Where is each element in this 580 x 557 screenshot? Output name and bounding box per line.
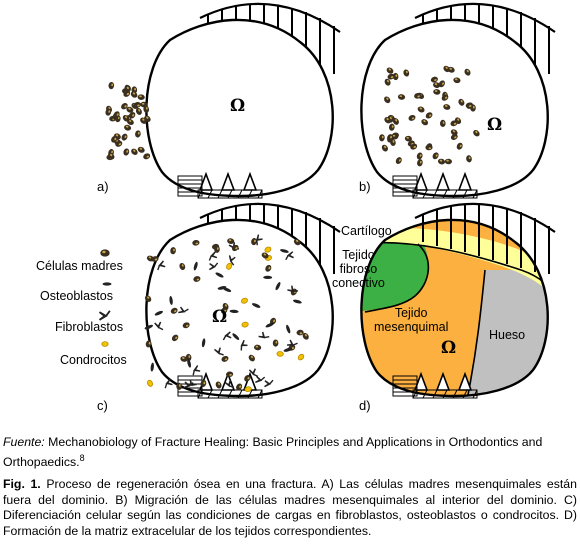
- panel-d: [360, 202, 557, 399]
- figure-diagram: [98, 2, 557, 399]
- figure-caption: Fig. 1. Proceso de regeneración ósea en …: [3, 477, 577, 539]
- source-ref: 8: [79, 453, 85, 463]
- panel-a: [104, 2, 342, 199]
- panel-label-c: c): [97, 398, 108, 413]
- caption-text: Proceso de regeneración ósea en una frac…: [3, 477, 577, 538]
- source-prefix: Fuente:: [3, 435, 45, 449]
- osteoblast: [150, 362, 155, 372]
- region-cartilage: [361, 227, 548, 298]
- region-bone: [467, 270, 548, 396]
- stem-cell: [272, 339, 279, 347]
- label-fibrous-line3: conectivo: [332, 276, 385, 290]
- stem-cell: [134, 129, 142, 138]
- legend-symbol-osteoblast: [102, 282, 112, 286]
- caption-label: Fig. 1.: [3, 477, 41, 491]
- label-cartilage: Cartílogo: [341, 224, 392, 238]
- figure-source: Fuente: Mechanobiology of Fracture Heali…: [3, 434, 577, 470]
- label-bone: Hueso: [489, 328, 526, 342]
- stem-cell: [142, 152, 152, 161]
- label-fibrous-line2: fibroso: [339, 262, 378, 276]
- stem-cell: [136, 145, 146, 154]
- label-fibrous-line1: Tejido: [342, 248, 375, 262]
- source-text: Mechanobiology of Fracture Healing: Basi…: [3, 435, 543, 470]
- chondrocyte: [146, 378, 154, 388]
- panel-label-a: a): [97, 179, 109, 194]
- label-mesenchymal: Tejido mesenquimal: [374, 306, 448, 334]
- label-mesenchymal-line2: mesenquimal: [374, 320, 449, 334]
- stem-cell: [120, 132, 129, 142]
- legend-chondrocytes: Condrocitos: [60, 353, 127, 367]
- label-mesenchymal-line1: Tejido: [394, 306, 428, 320]
- panel-c: [98, 202, 342, 399]
- stem-cell: [122, 147, 130, 157]
- chondrocyte: [276, 350, 284, 358]
- stem-cell: [137, 94, 146, 101]
- legend-stem-cells: Células madres: [36, 259, 123, 273]
- legend-fibroblasts: Fibroblastos: [55, 320, 124, 334]
- panel-label-d: d): [359, 398, 371, 413]
- label-fibrous: Tejido fibroso conectivo: [332, 248, 385, 290]
- omega-symbol-d: Ω: [441, 338, 457, 358]
- stem-cell-cluster: [104, 81, 152, 161]
- legend-symbol-chondrocyte: [101, 341, 109, 347]
- stem-cell: [129, 147, 139, 157]
- panel-label-b: b): [359, 179, 371, 194]
- stem-cell: [108, 81, 115, 90]
- panel-b: [360, 2, 557, 199]
- omega-symbol-a: Ω: [230, 96, 246, 116]
- legend-osteoblasts: Osteoblastos: [40, 289, 113, 303]
- omega-symbol-c: Ω: [212, 307, 228, 327]
- omega-symbol-b: Ω: [487, 115, 503, 135]
- legend-symbol-stem-cell: [100, 249, 110, 257]
- legend-symbol-fibroblast: [98, 309, 111, 321]
